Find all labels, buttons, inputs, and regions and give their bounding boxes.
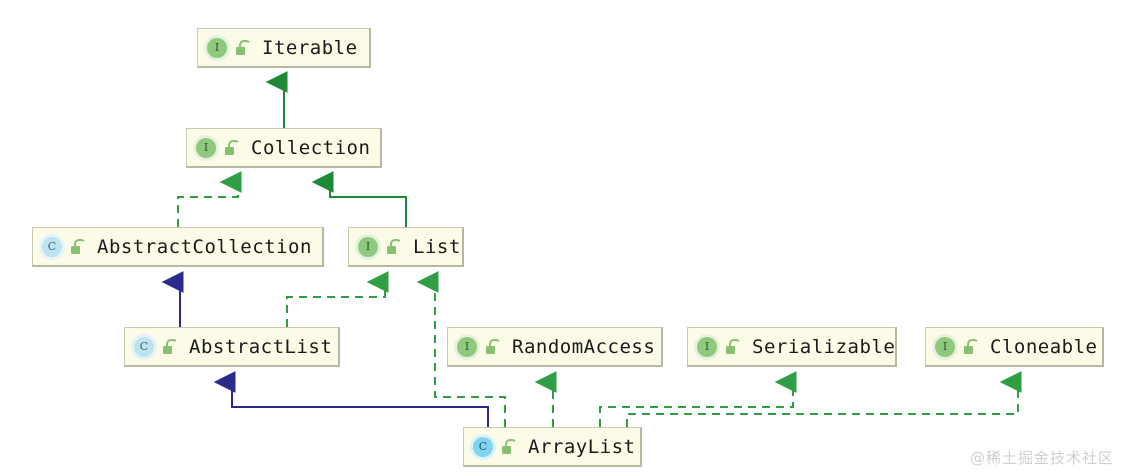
unlock-icon	[162, 338, 178, 355]
unlock-icon	[963, 338, 979, 355]
node-abstractlist[interactable]: C AbstractList	[124, 327, 340, 367]
interface-badge-icon: I	[207, 37, 227, 58]
node-label: RandomAccess	[512, 335, 656, 358]
node-abstractcollection[interactable]: C AbstractCollection	[32, 227, 324, 267]
node-iterable[interactable]: I Iterable	[197, 28, 371, 68]
unlock-icon	[235, 39, 251, 56]
node-list[interactable]: I List	[348, 227, 464, 267]
unlock-icon	[725, 338, 741, 355]
interface-badge-icon: I	[935, 336, 955, 357]
edge-list-extends-collection	[311, 171, 407, 227]
edge-arraylist-extends-abstractlist	[213, 371, 489, 427]
unlock-icon	[70, 238, 86, 255]
interface-badge-icon: I	[457, 336, 477, 357]
unlock-icon	[501, 438, 517, 455]
node-collection[interactable]: I Collection	[186, 128, 382, 168]
edge-abstractcollection-implements-collection	[177, 171, 242, 227]
node-label: Cloneable	[990, 335, 1098, 358]
node-arraylist[interactable]: C ArrayList	[463, 427, 642, 467]
class-badge-icon: C	[134, 336, 154, 357]
node-label: ArrayList	[528, 435, 636, 458]
interface-badge-icon: I	[196, 137, 216, 158]
node-label: AbstractCollection	[97, 235, 312, 258]
node-label: Collection	[251, 136, 371, 159]
node-cloneable[interactable]: I Cloneable	[925, 327, 1104, 367]
interface-badge-icon: I	[697, 336, 717, 357]
watermark: @稀土掘金技术社区	[969, 449, 1114, 467]
node-label: Serializable	[752, 335, 896, 358]
unlock-icon	[386, 238, 402, 255]
unlock-icon	[485, 338, 501, 355]
node-randomaccess[interactable]: I RandomAccess	[447, 327, 663, 367]
class-badge-icon: C	[42, 236, 62, 257]
edge-abstractlist-implements-list	[286, 271, 389, 327]
edge-arraylist-implements-serializable	[599, 371, 797, 427]
node-label: AbstractList	[189, 335, 333, 358]
interface-badge-icon: I	[358, 236, 378, 257]
node-label: List	[413, 235, 461, 258]
class-badge-icon: C	[473, 436, 493, 457]
node-serializable[interactable]: I Serializable	[687, 327, 897, 367]
unlock-icon	[224, 139, 240, 156]
edge-arraylist-implements-cloneable	[626, 371, 1022, 427]
node-label: Iterable	[262, 36, 358, 59]
